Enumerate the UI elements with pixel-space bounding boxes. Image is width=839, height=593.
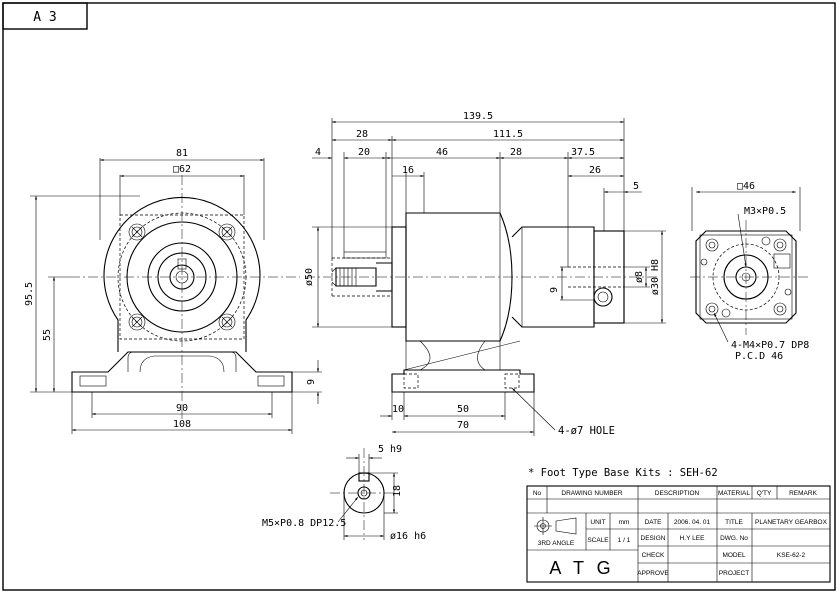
- tb-title-value: PLANETARY GEARBOX: [755, 519, 828, 526]
- dim-flange-square: □46: [737, 181, 755, 192]
- tb-approve-label: APPROVE: [637, 570, 669, 577]
- dim-front-foot: 9: [306, 379, 317, 385]
- dim-side-dia30: ø30 H8: [650, 259, 661, 295]
- dim-front-base: 108: [173, 419, 191, 430]
- flange-tap-m3: M3×P0.5: [744, 206, 786, 217]
- foot-type-note: * Foot Type Base Kits : SEH-62: [528, 467, 718, 479]
- sheet-size-label: A 3: [33, 10, 56, 25]
- tb-unit-value: mm: [619, 519, 630, 526]
- dim-side-16: 16: [402, 165, 414, 176]
- dim-shaft-key: 5 h9: [378, 444, 402, 455]
- tb-scale-label: SCALE: [587, 537, 609, 544]
- tb-dwg-label: DWG. No: [720, 535, 748, 542]
- dim-side-26: 26: [589, 165, 601, 176]
- tb-header-remark: REMARK: [789, 490, 817, 497]
- tb-check-label: CHECK: [642, 552, 665, 559]
- flange-pcd: P.C.D 46: [735, 351, 783, 362]
- dim-front-center-height: 55: [42, 329, 53, 341]
- dim-side-9: 9: [549, 287, 560, 293]
- tb-header-no: No: [533, 490, 542, 497]
- dim-front-height: 95.5: [24, 282, 35, 306]
- dim-side-20: 20: [358, 147, 370, 158]
- dim-shaft-height: 18: [392, 485, 403, 497]
- shaft-tap-callout: M5×P0.8 DP12.5: [262, 518, 346, 529]
- tb-design-label: DESIGN: [641, 535, 666, 542]
- dim-side-50: 50: [457, 404, 469, 415]
- dim-side-10: 10: [392, 404, 404, 415]
- third-angle-symbol: [534, 517, 577, 535]
- tb-design-value: H.Y LEE: [680, 535, 705, 542]
- tb-unit-label: UNIT: [590, 519, 605, 526]
- front-view: [30, 158, 322, 434]
- tb-angle-label: 3RD ANGLE: [538, 540, 575, 547]
- dim-side-4: 4: [315, 147, 321, 158]
- dim-front-square: □62: [173, 164, 191, 175]
- dim-side-28b: 28: [510, 147, 522, 158]
- flange-view: [690, 187, 810, 343]
- dim-side-46: 46: [436, 147, 448, 158]
- tb-date-label: DATE: [645, 519, 663, 526]
- shaft-detail: [330, 448, 398, 540]
- tb-date-value: 2006. 04. 01: [674, 519, 711, 526]
- dim-side-5: 5: [633, 181, 639, 192]
- tb-model-label: MODEL: [722, 552, 746, 559]
- tb-project-label: PROJECT: [719, 570, 749, 577]
- dim-side-70: 70: [457, 420, 469, 431]
- tb-header-material: MATERIAL: [718, 490, 750, 497]
- dim-side-total: 139.5: [463, 111, 493, 122]
- dim-shaft-dia: ø16 h6: [390, 531, 426, 542]
- dim-front-width: 81: [176, 148, 188, 159]
- dim-side-dia8: ø8: [634, 271, 645, 283]
- tb-header-drawing-number: DRAWING NUMBER: [561, 490, 622, 497]
- dim-side-111-5: 111.5: [493, 129, 523, 140]
- tb-model-value: KSE-62-2: [777, 552, 806, 559]
- dim-side-37-5: 37.5: [571, 147, 595, 158]
- tb-company-logo: A T G: [549, 558, 614, 578]
- tb-scale-value: 1 / 1: [618, 537, 631, 544]
- side-view: [305, 118, 666, 436]
- hole-callout: 4-ø7 HOLE: [558, 425, 615, 437]
- dim-front-hole-span: 90: [176, 403, 188, 414]
- dim-side-dia50: ø50: [304, 268, 315, 286]
- tb-header-qty: Q'TY: [757, 490, 772, 497]
- dim-side-28: 28: [356, 129, 368, 140]
- flange-tap-m4: 4-M4×P0.7 DP8: [731, 340, 809, 351]
- tb-title-label: TITLE: [725, 519, 743, 526]
- tb-header-description: DESCRIPTION: [655, 490, 700, 497]
- title-block: [526, 485, 831, 583]
- sheet-size-box: [2, 2, 88, 30]
